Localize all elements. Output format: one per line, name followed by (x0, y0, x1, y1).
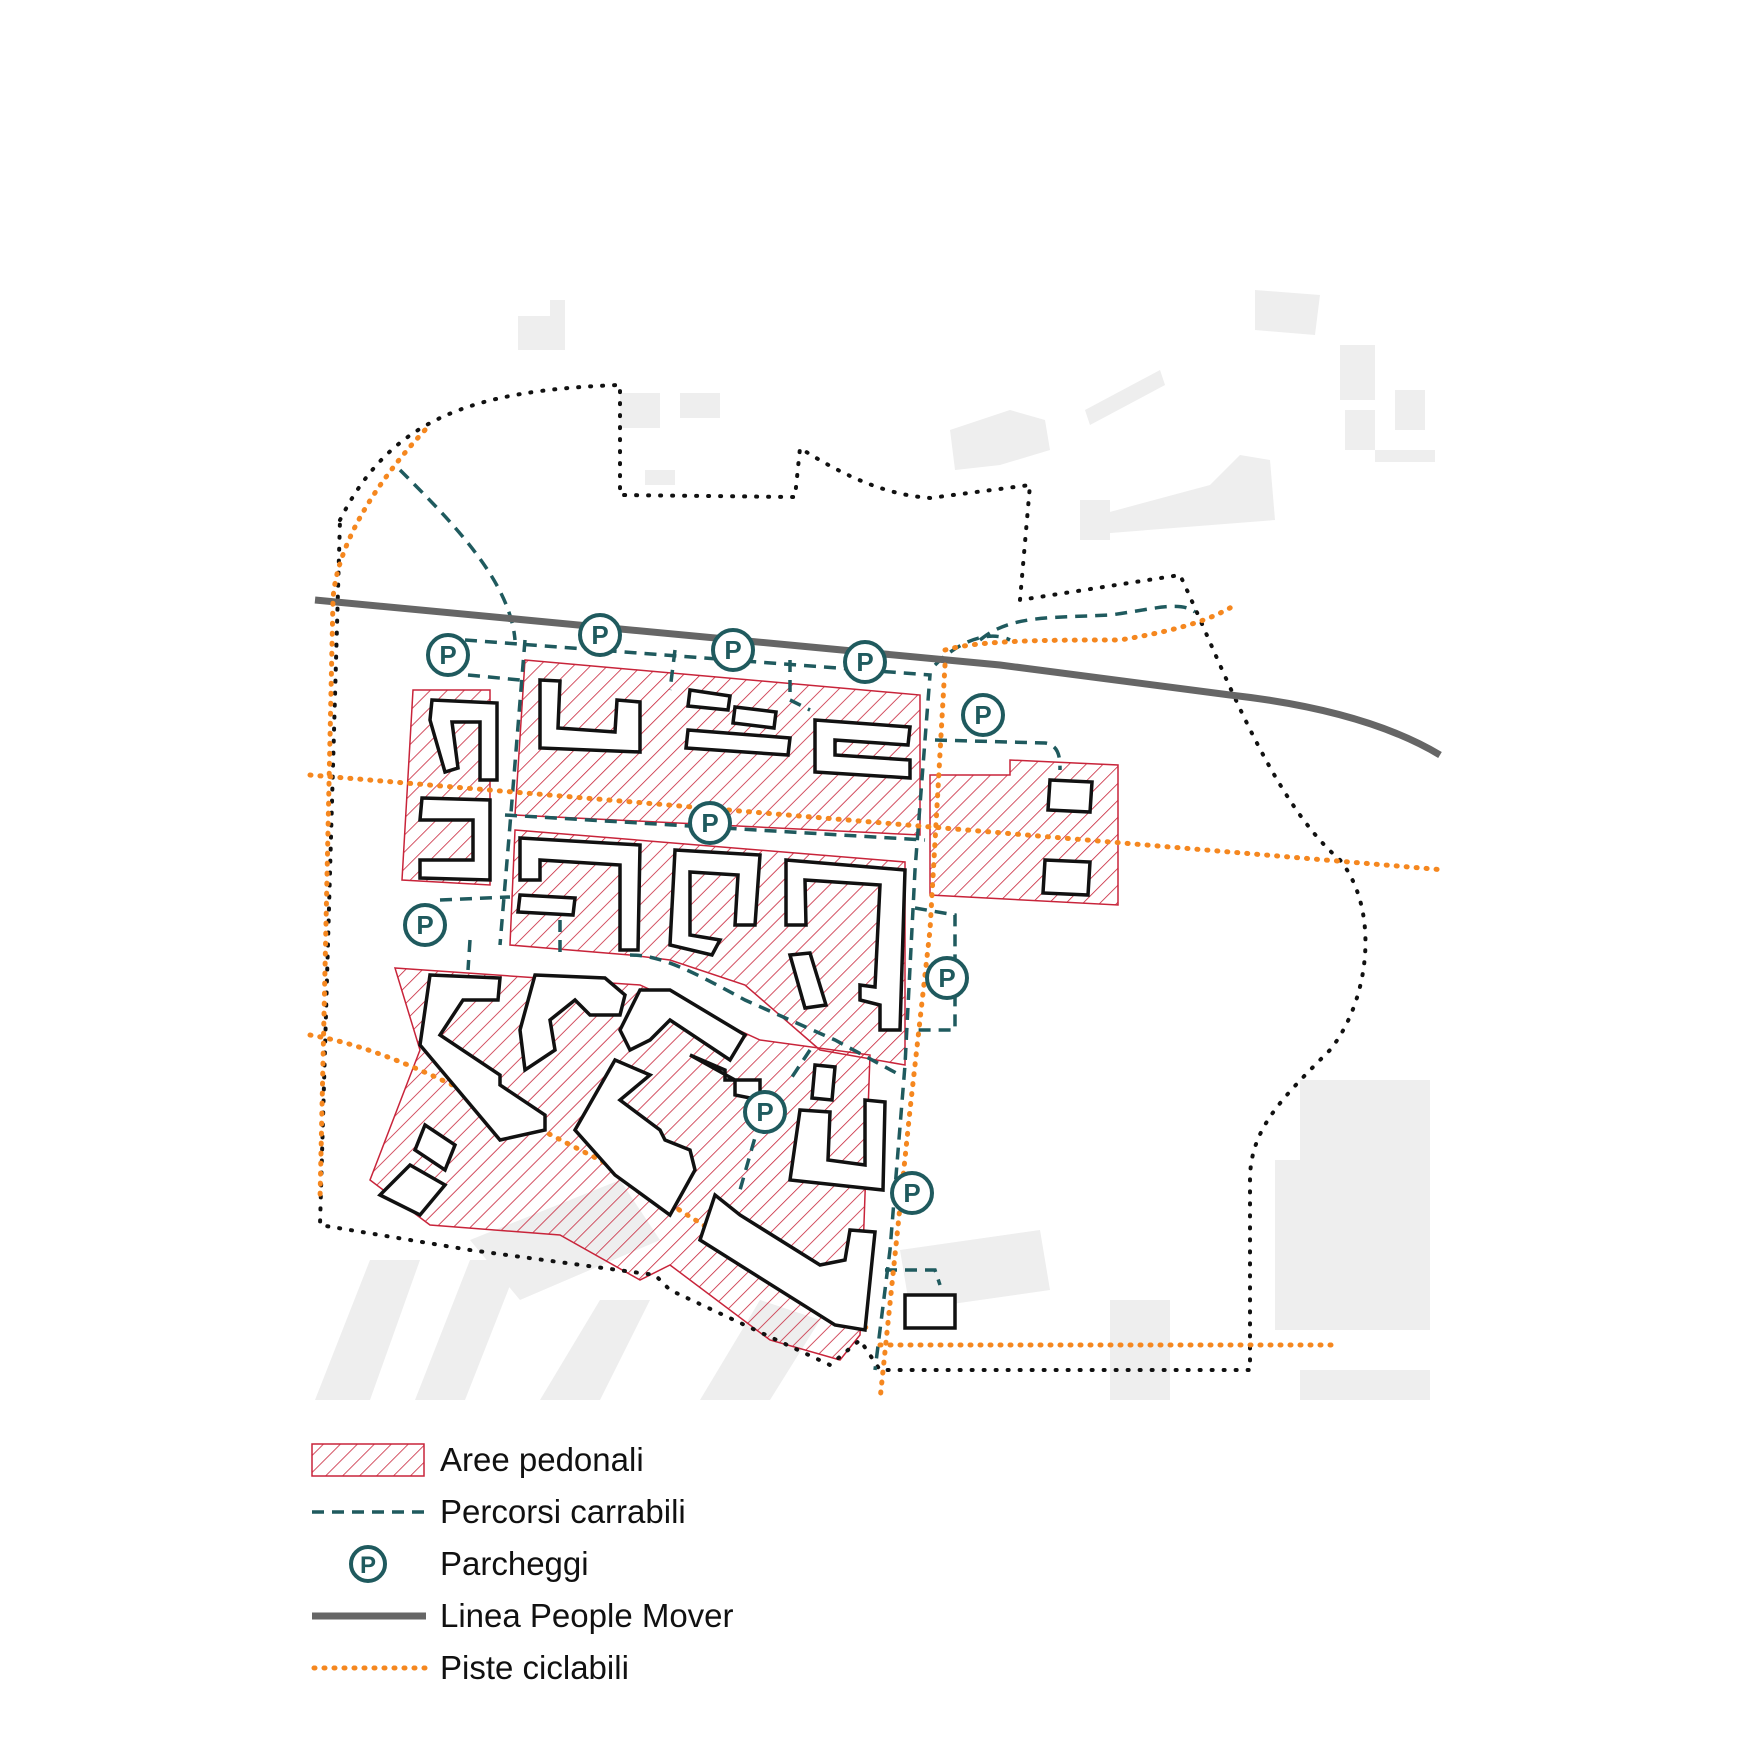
building (418, 796, 492, 882)
parking-icon: P (426, 633, 470, 677)
building (538, 678, 642, 754)
svg-text:P: P (591, 620, 608, 650)
building (418, 973, 547, 1142)
building (903, 1293, 957, 1330)
building (572, 1057, 697, 1218)
building (377, 1162, 448, 1218)
svg-text:P: P (724, 635, 741, 665)
parking-icon: P (925, 956, 969, 1000)
parking-icon: P (711, 628, 755, 672)
legend-label: Piste ciclabili (440, 1649, 629, 1686)
parking-icon: P (578, 613, 622, 657)
legend-item-bike: Piste ciclabili (310, 1648, 870, 1688)
legend-label: Parcheggi (440, 1545, 589, 1582)
building (518, 836, 642, 952)
parking-icon: P (961, 693, 1005, 737)
hatched-area-icon (311, 1443, 425, 1477)
svg-text:P: P (856, 647, 873, 677)
building (1046, 778, 1094, 814)
parking-icon: P (688, 801, 732, 845)
legend-item-pedestrian: Aree pedonali (310, 1440, 870, 1480)
parking-icon: P (403, 903, 447, 947)
people-mover-line (314, 596, 1442, 759)
legend-item-parking: P Parcheggi (310, 1544, 870, 1584)
svg-text:P: P (701, 808, 718, 838)
building (684, 728, 792, 757)
building (731, 705, 778, 730)
building (686, 688, 732, 712)
site-buildings (377, 678, 1094, 1333)
parking-icon: P (843, 640, 887, 684)
svg-text:P: P (974, 700, 991, 730)
svg-text:P: P (360, 1552, 376, 1579)
legend-item-vehicle: Percorsi carrabili (310, 1492, 870, 1532)
dotted-line-icon (311, 1665, 428, 1671)
legend-item-people-mover: Linea People Mover (310, 1596, 870, 1636)
parking-icon: P (743, 1090, 787, 1134)
parking-icon: P (349, 1545, 387, 1583)
parking-icon: P (890, 1171, 934, 1215)
building (813, 718, 912, 780)
legend-label: Percorsi carrabili (440, 1493, 686, 1530)
building (787, 951, 829, 1010)
parking-markers: P P P P P P P P P P (403, 613, 1005, 1215)
legend-label: Aree pedonali (440, 1441, 644, 1478)
legend-label: Linea People Mover (440, 1597, 734, 1634)
building (428, 698, 499, 782)
building (788, 1098, 887, 1192)
building (518, 973, 627, 1074)
building (668, 848, 762, 958)
building (618, 988, 748, 1063)
building (412, 1122, 458, 1173)
svg-text:P: P (903, 1178, 920, 1208)
building (1041, 858, 1092, 897)
dashed-line-icon (312, 1510, 426, 1514)
svg-text:P: P (938, 963, 955, 993)
building (697, 1192, 877, 1333)
solid-line-icon (312, 1612, 426, 1620)
building (784, 858, 907, 1032)
building (516, 893, 577, 917)
building (689, 1053, 762, 1103)
svg-text:P: P (756, 1097, 773, 1127)
context-buildings (315, 290, 1435, 1400)
building (810, 1063, 837, 1102)
svg-text:P: P (439, 640, 456, 670)
svg-text:P: P (416, 910, 433, 940)
